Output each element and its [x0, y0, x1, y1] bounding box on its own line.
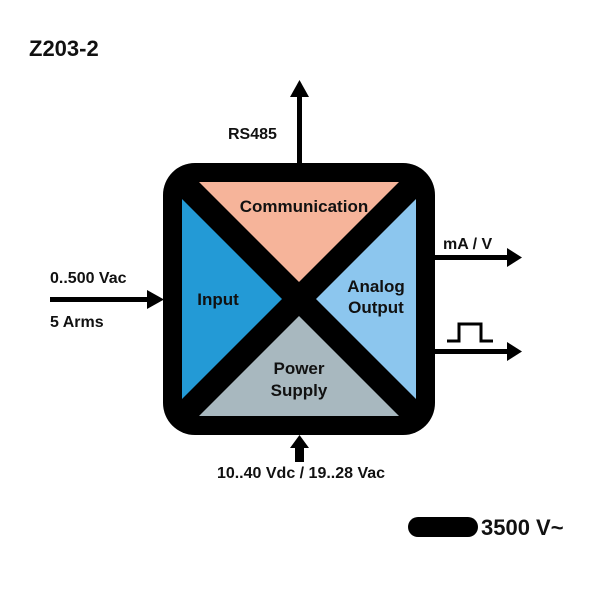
rs485-label: RS485 — [228, 126, 277, 143]
rs485-arrow — [290, 80, 309, 165]
input-arrow — [50, 290, 164, 309]
communication-block — [199, 182, 399, 282]
analog-output-label-2: Output — [348, 298, 404, 317]
pulse-icon — [447, 322, 493, 343]
input-current-label: 5 Arms — [50, 314, 104, 331]
analog-output-arrow — [435, 248, 522, 267]
digital-output-arrow — [435, 342, 522, 361]
device-frame — [163, 163, 435, 435]
input-block — [182, 199, 282, 399]
power-arrow — [290, 435, 309, 462]
isolation-bar-icon — [408, 517, 478, 537]
input-label: Input — [197, 290, 239, 309]
analog-output-signal-label: mA / V — [443, 236, 493, 253]
analog-output-label-1: Analog — [347, 277, 405, 296]
power-supply-block — [199, 316, 399, 416]
power-supply-label-2: Supply — [271, 381, 328, 400]
isolation-voltage-label: 3500 V~ — [481, 515, 564, 540]
model-title: Z203-2 — [29, 36, 99, 61]
communication-label: Communication — [240, 197, 368, 216]
input-voltage-label: 0..500 Vac — [50, 270, 127, 287]
power-supply-range-label: 10..40 Vdc / 19..28 Vac — [217, 465, 385, 482]
analog-output-block — [316, 199, 416, 399]
power-supply-label-1: Power — [273, 359, 324, 378]
